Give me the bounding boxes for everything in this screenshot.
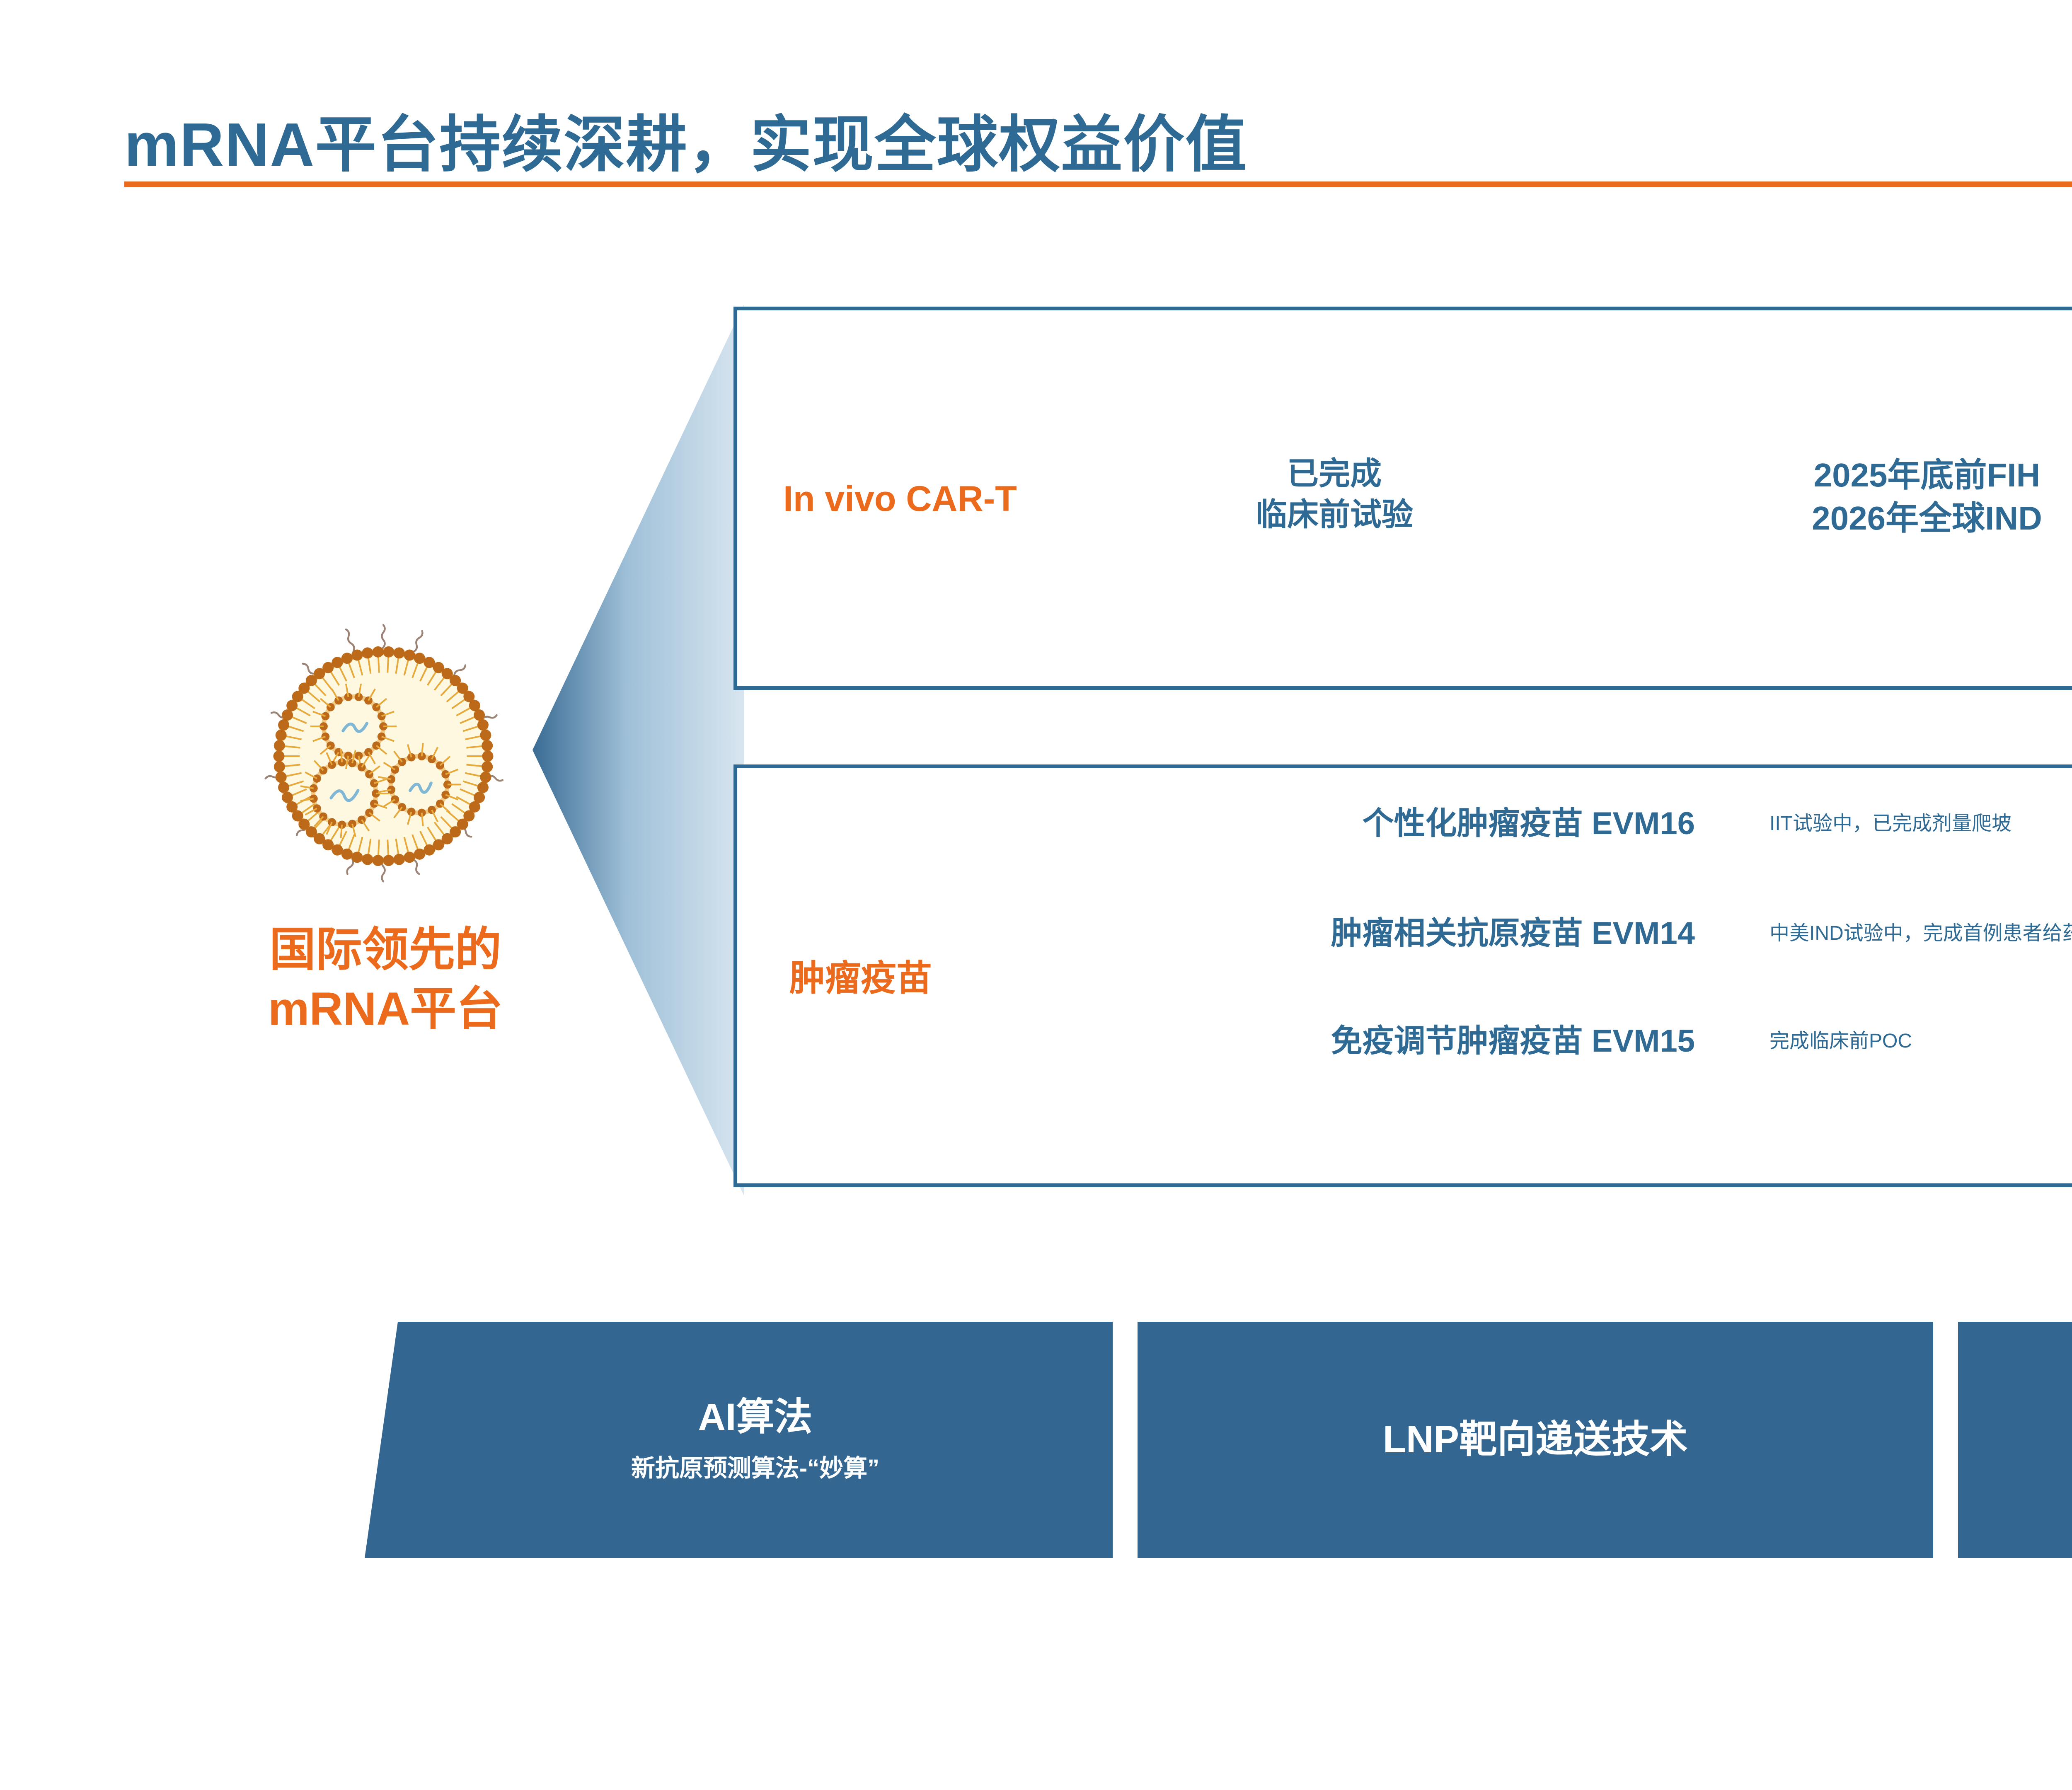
category-label-car-t: In vivo CAR-T xyxy=(783,479,1017,519)
lnp-nanoparticle-icon xyxy=(234,607,533,905)
banner-conjugation-tech: 偶联技术 xyxy=(1958,1322,2072,1558)
panel-tumor-vaccine xyxy=(733,764,2072,1187)
car-t-stage-line2: 临床前试验 xyxy=(1256,497,1413,532)
left-chevron-arrow-icon xyxy=(533,305,744,1195)
banner-ai-algorithm: AI算法 新抗原预测算法-“妙算” xyxy=(365,1322,1113,1558)
page-title: mRNA平台持续深耕，实现全球权益价值 xyxy=(124,111,1248,179)
car-t-milestone-line1: 2025年底前FIH xyxy=(1813,457,2041,493)
technology-banner-group: AI算法 新抗原预测算法-“妙算” LNP靶向递送技术 偶联技术 xyxy=(365,1322,2072,1558)
table-row: 个性化肿瘤疫苗 EVM16 IIT试验中，已完成剂量爬坡 xyxy=(733,798,2072,880)
car-t-stage-line1: 已完成 xyxy=(1287,456,1382,491)
vaccine-status: 中美IND试验中，完成首例患者给药 xyxy=(1769,922,2072,944)
platform-label: 国际领先的 mRNA平台 xyxy=(166,920,605,1039)
vaccine-status: 完成临床前POC xyxy=(1769,1030,1912,1052)
vaccine-name: 肿瘤相关抗原疫苗 EVM14 xyxy=(1331,916,1695,951)
panel-car-t xyxy=(733,307,2072,690)
vaccine-status: IIT试验中，已完成剂量爬坡 xyxy=(1769,813,2011,835)
car-t-milestones: 2025年底前FIH 2026年全球IND xyxy=(1707,454,2072,540)
banner-title: AI算法 xyxy=(698,1396,813,1439)
vaccine-name: 免疫调节肿瘤疫苗 EVM15 xyxy=(1331,1023,1695,1059)
banner-subtitle: 新抗原预测算法-“妙算” xyxy=(631,1454,880,1482)
vaccine-name: 个性化肿瘤疫苗 EVM16 xyxy=(1362,806,1695,841)
car-t-milestone-line2: 2026年全球IND xyxy=(1812,500,2042,537)
banner-title: LNP靶向递送技术 xyxy=(1382,1418,1688,1461)
banner-lnp-delivery: LNP靶向递送技术 xyxy=(1138,1322,1933,1558)
table-row: 免疫调节肿瘤疫苗 EVM15 完成临床前POC xyxy=(733,1015,2072,1098)
car-t-stage: 已完成 临床前试验 xyxy=(1156,454,1513,536)
platform-label-line2: mRNA平台 xyxy=(268,983,503,1035)
platform-label-line1: 国际领先的 xyxy=(269,924,501,975)
table-row: 肿瘤相关抗原疫苗 EVM14 中美IND试验中，完成首例患者给药 xyxy=(733,907,2072,990)
title-underline-rule xyxy=(124,181,2072,187)
category-label-tumor-vaccine: 肿瘤疫苗 xyxy=(789,958,932,998)
